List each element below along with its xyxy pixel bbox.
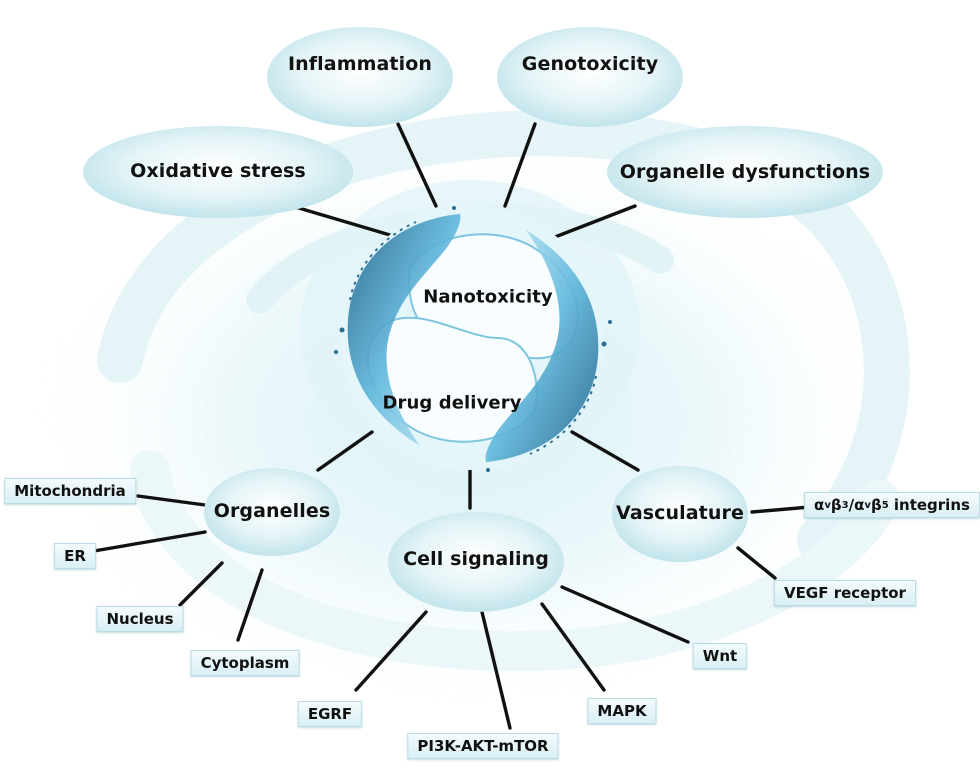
bubble-inflammation: [267, 27, 453, 127]
oxidative-stress-label: Oxidative stress: [130, 160, 306, 182]
line-pi3k: [480, 610, 512, 730]
sub-v-1: v: [824, 499, 831, 511]
line-cytoplasm: [236, 568, 264, 642]
beta-symbol: β: [830, 496, 842, 514]
alpha-symbol-2: α: [854, 496, 865, 514]
toxicity-bubbles: [83, 27, 883, 218]
line-vegf: [736, 546, 777, 580]
organelles-label: Organelles: [213, 500, 331, 522]
er-box: ER: [54, 543, 96, 569]
line-mitochondria: [136, 494, 207, 507]
yin-yang-water-swirl: [334, 206, 612, 472]
bubble-vasculature: [612, 466, 748, 562]
connector-lines: [86, 122, 812, 730]
organelle-dysfunctions-label: Organelle dysfunctions: [619, 161, 871, 183]
genotoxicity-label: Genotoxicity: [521, 53, 659, 75]
inflammation-label: Inflammation: [288, 53, 432, 75]
delivery-bubbles: [204, 466, 748, 612]
bubble-organelles: [204, 468, 340, 556]
sub-v-2: v: [864, 499, 871, 511]
integrins-suffix: integrins: [888, 496, 970, 514]
mitochondria-box: Mitochondria: [4, 478, 136, 504]
line-er: [86, 530, 207, 554]
line-integrin: [750, 505, 812, 514]
bubble-oxidative: [83, 126, 353, 218]
line-wnt: [560, 585, 690, 644]
line-vasculature: [570, 430, 640, 472]
line-organelle-dysfunctions: [553, 204, 637, 239]
sub-5: 5: [881, 499, 889, 511]
sub-3: 3: [841, 499, 849, 511]
nucleus-box: Nucleus: [96, 606, 184, 632]
pi3k-akt-mtor-box: PI3K-AKT-mTOR: [407, 733, 559, 759]
cytoplasm-box: Cytoplasm: [190, 650, 300, 676]
line-mapk: [540, 602, 606, 692]
wnt-box: Wnt: [692, 643, 748, 669]
line-nucleus: [178, 561, 224, 607]
drug-delivery-label: Drug delivery: [382, 392, 522, 414]
vegf-receptor-box: VEGF receptor: [774, 580, 916, 606]
bubble-genotoxicity: [497, 27, 683, 127]
egrf-box: EGRF: [297, 701, 363, 727]
mapk-box: MAPK: [587, 698, 657, 724]
bubble-organelle-dysfunctions: [607, 126, 883, 218]
line-genotoxicity: [503, 122, 537, 208]
line-inflammation: [396, 122, 438, 208]
bubble-cell-signaling: [388, 512, 564, 612]
nanotoxicity-label: Nanotoxicity: [423, 286, 553, 308]
vasculature-label: Vasculature: [616, 502, 744, 524]
beta-symbol-2: β: [870, 496, 882, 514]
line-oxidative: [290, 204, 392, 237]
slash: /: [848, 496, 855, 514]
cell-signaling-label: Cell signaling: [403, 548, 549, 570]
line-organelles: [316, 430, 374, 472]
alpha-symbol: α: [814, 496, 825, 514]
line-egrf: [354, 610, 428, 692]
